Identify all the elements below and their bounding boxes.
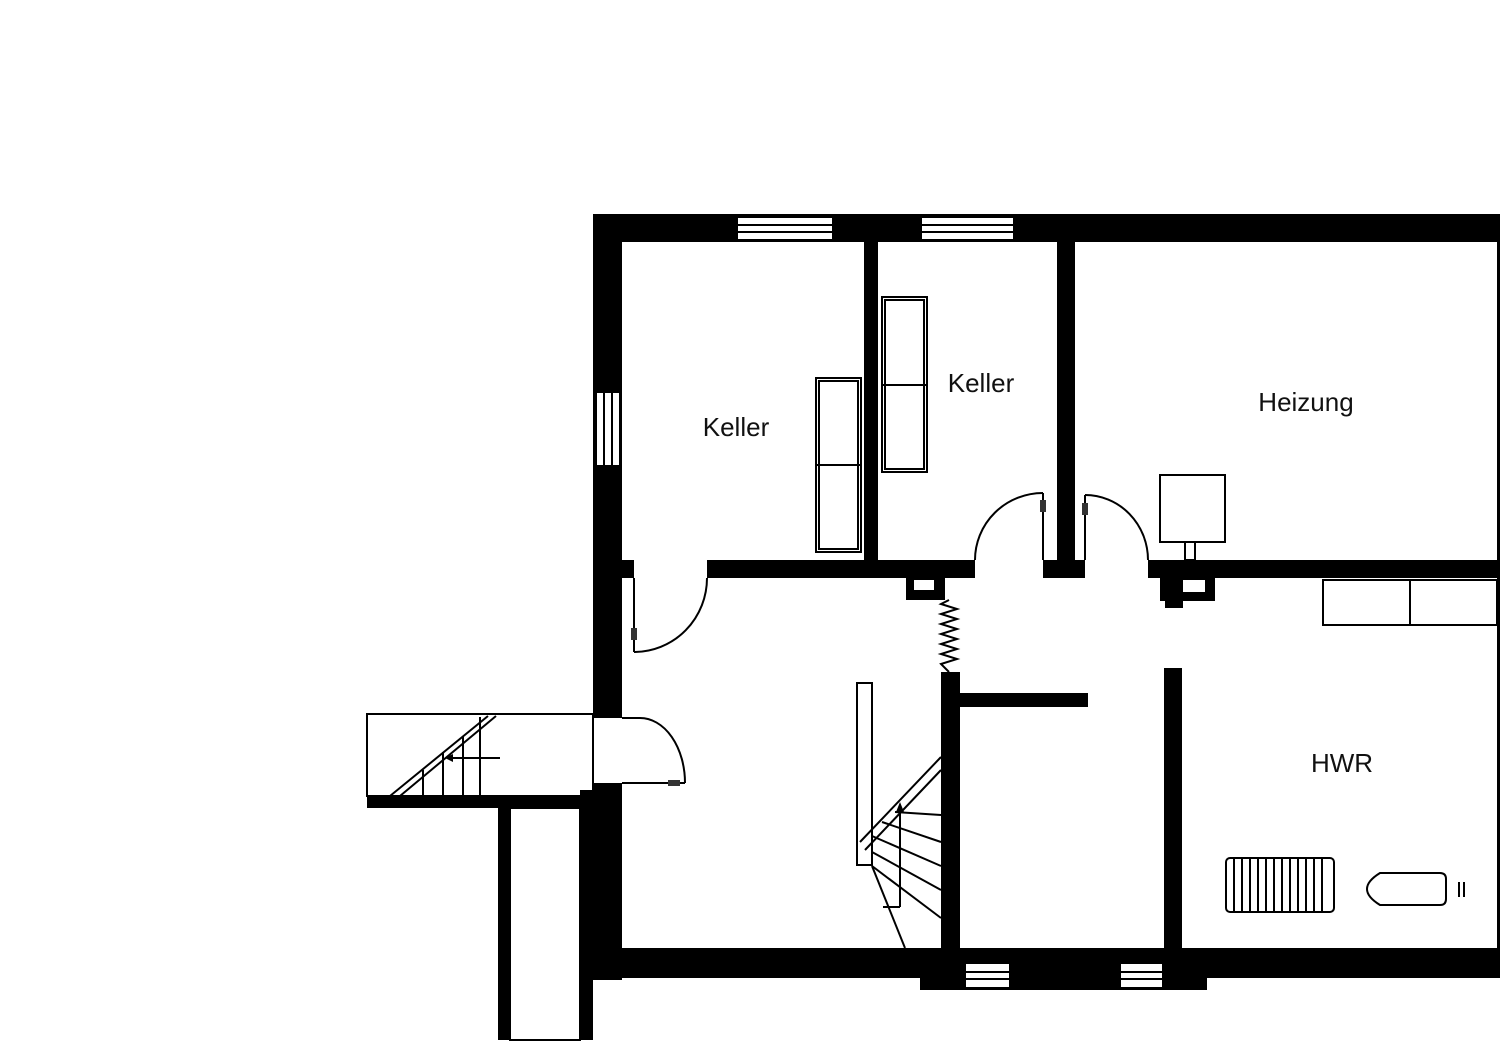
accordion-partition — [937, 599, 961, 673]
room-label-keller-1: Keller — [703, 412, 770, 442]
window-left — [595, 391, 621, 467]
wall-keller-heizung — [1057, 242, 1075, 578]
water-tank — [1365, 872, 1465, 906]
wall-horizontal-left — [707, 560, 975, 578]
wall-horizontal-right — [1148, 560, 1500, 578]
window-bottom-1 — [964, 962, 1011, 989]
corridor-left-wall — [498, 808, 510, 1040]
wall-keller-keller — [864, 242, 878, 562]
room-label-keller-2: Keller — [948, 368, 1015, 398]
shelf-keller-1 — [815, 377, 862, 553]
walls — [367, 214, 1500, 1040]
wall-horizontal-mid — [1043, 560, 1085, 578]
window-top-2 — [920, 216, 1015, 241]
door-keller-1 — [631, 577, 708, 653]
right-edge-wall — [1497, 242, 1500, 962]
wall-hall-stub — [960, 693, 1088, 707]
left-outer-wall-lower — [593, 783, 622, 980]
door-entrance — [622, 717, 686, 786]
wall-stub — [622, 560, 634, 578]
wall-hall-hwr — [1164, 668, 1182, 990]
shelf-keller-2 — [881, 296, 928, 473]
room-label-heizung: Heizung — [1258, 387, 1353, 417]
window-top-1 — [736, 216, 834, 241]
washing-machine — [1225, 857, 1335, 913]
corridor-right-wall — [580, 790, 593, 1040]
window-bottom-2 — [1119, 962, 1164, 989]
door-heizung — [1082, 494, 1149, 561]
pillar-right-hole — [1183, 580, 1205, 592]
top-outer-wall — [593, 214, 1500, 242]
cabinets-hwr — [1322, 579, 1498, 626]
pillar-left-hole — [914, 580, 934, 590]
room-label-hwr: HWR — [1311, 748, 1373, 778]
wall-stair-hall — [941, 672, 960, 990]
windows — [595, 216, 1164, 989]
interior-staircase — [856, 682, 942, 949]
exterior-staircase — [366, 713, 594, 1041]
doors — [622, 492, 1149, 786]
exterior-stair-base — [367, 796, 597, 808]
door-keller-2 — [974, 492, 1046, 561]
boiler — [1159, 474, 1226, 561]
pillar-right-stem — [1165, 576, 1183, 608]
